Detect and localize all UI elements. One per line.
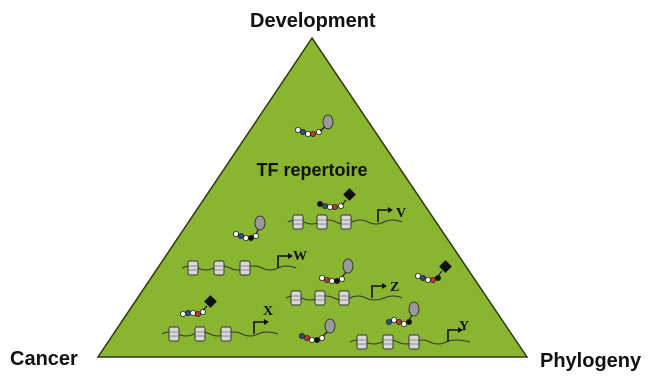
gene-y-label: Y (459, 319, 469, 334)
gene-z-label: Z (390, 280, 399, 295)
tf-complex-v (317, 188, 356, 210)
tf-complex-free-bottom (299, 318, 336, 343)
gene-y: Y (349, 301, 471, 350)
gene-w: W (181, 215, 307, 276)
gene-v-label: V (396, 206, 406, 221)
tf-complex-z (319, 258, 354, 284)
tf-complex-free-right (415, 260, 452, 283)
gene-x-label: X (263, 304, 273, 319)
development-label: Development (250, 10, 376, 32)
tf-complex-w (233, 215, 266, 241)
gene-w-label: W (293, 249, 307, 264)
gene-x: X (161, 295, 279, 342)
gene-z: Z (285, 258, 403, 306)
triangle (96, 36, 529, 358)
tf-repertoire-label: TF repertoire (256, 160, 367, 180)
tf-complex-top (295, 114, 334, 137)
gene-v: V (287, 188, 406, 230)
phylogeny-label: Phylogeny (540, 350, 642, 372)
cancer-label: Cancer (10, 348, 78, 370)
tf-complex-x (180, 295, 217, 317)
tf-complex-y (386, 301, 420, 327)
